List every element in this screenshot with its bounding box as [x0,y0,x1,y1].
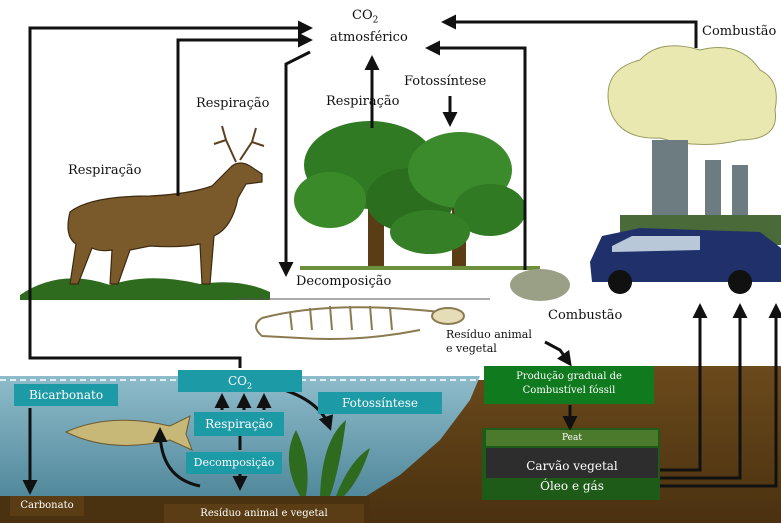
rock-illustration [510,269,570,301]
photosynthesis-label: Fotossíntese [404,74,486,89]
tree-illustration [294,121,540,268]
grass-patch [20,278,270,300]
combustion-label-mid: Combustão [548,308,622,323]
atmosphere-co2-label: CO2 [352,8,378,26]
bicarbonate-box: Bicarbonato [14,384,118,406]
combustion-label-top: Combustão [702,24,776,39]
decomposition-label: Decomposição [296,274,391,289]
skeleton-illustration [256,306,464,339]
water-co2-box: CO2 [178,370,302,392]
water-residue-box: Resíduo animal e vegetal [164,504,364,523]
water-decomposition-box: Decomposição [186,452,282,474]
water-respiration-box: Respiração [194,412,284,436]
charcoal-label: Carvão vegetal [486,456,658,476]
oil-gas-label: Óleo e gás [486,476,658,496]
respiration-label-tree: Respiração [326,94,399,109]
carbonate-box: Carbonato [10,496,84,516]
car-illustration [590,228,781,294]
deer-illustration [68,126,264,284]
residue-label: Resíduo animal e vegetal [446,328,532,356]
peat-box: Peat [486,430,658,446]
respiration-label-deer-right: Respiração [196,96,269,111]
atmosphere-co2-sublabel: atmosférico [330,30,408,45]
respiration-label-deer-left: Respiração [68,163,141,178]
water-photosynthesis-box: Fotossíntese [318,392,442,414]
factory-illustration [608,46,781,245]
fossil-formation-box: Produção gradual de Combustível fóssil [484,366,654,404]
